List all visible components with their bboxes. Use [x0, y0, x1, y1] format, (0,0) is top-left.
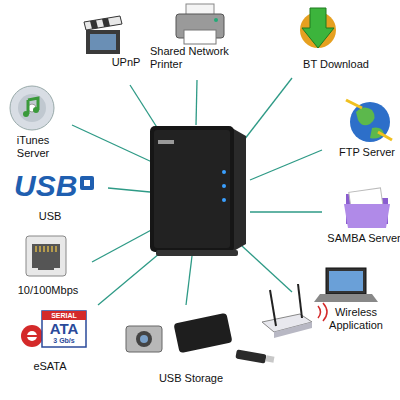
- bt-download-icon: [300, 8, 336, 48]
- usb-logo: [80, 176, 94, 190]
- icon-caption: Shared Network Printer: [150, 45, 240, 71]
- ftp-icon: [346, 100, 392, 142]
- icon-caption: BT Download: [296, 58, 376, 71]
- logo-text: SERIAL: [42, 312, 86, 320]
- icon-caption: FTP Server: [334, 146, 400, 159]
- icon-caption: iTunes Server: [0, 134, 66, 160]
- upnp-icon: [84, 16, 122, 54]
- icon-caption: UPnP: [100, 56, 152, 69]
- icon-caption: USB Storage: [146, 372, 236, 385]
- usb-logo-text: USB: [14, 168, 84, 204]
- itunes-icon: [10, 86, 54, 130]
- nas-device: [150, 126, 246, 256]
- printer-icon: [176, 4, 224, 44]
- icon-caption: 10/100Mbps: [6, 284, 90, 297]
- icon-caption: eSATA: [22, 360, 78, 373]
- logo-text: 3 Gb/s: [42, 337, 86, 345]
- esata-logo: [21, 311, 86, 347]
- icon-caption: SAMBA Server: [326, 232, 400, 245]
- leader-lines: [72, 78, 322, 305]
- logo-text: ATA: [42, 320, 86, 338]
- icon-caption: Wireless Application: [316, 306, 396, 332]
- ethernet-port-icon: [26, 236, 66, 276]
- icon-caption: USB: [28, 210, 72, 223]
- samba-icon: [344, 188, 390, 228]
- usb-storage-icons: [126, 313, 274, 364]
